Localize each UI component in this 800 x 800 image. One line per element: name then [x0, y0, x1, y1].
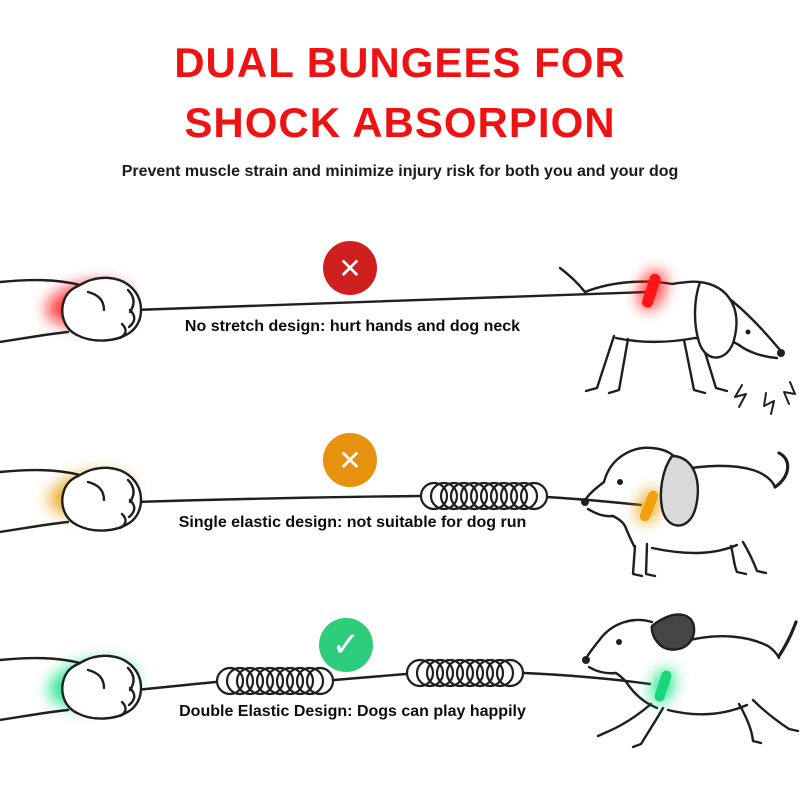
dog-illustration	[558, 266, 796, 415]
dog-collar	[639, 490, 659, 522]
row-caption: No stretch design: hurt hands and dog ne…	[184, 318, 521, 335]
spring-coil-icon	[215, 666, 335, 696]
dog-eye	[616, 639, 622, 645]
cross-glyph: ✕	[338, 444, 362, 476]
dog-nose	[777, 349, 785, 357]
check-glyph: ✓	[331, 626, 361, 664]
impact-marks	[734, 381, 796, 415]
leash-line	[522, 671, 652, 686]
dog-tail	[777, 620, 798, 658]
cross-icon: ✕	[323, 433, 377, 487]
dog-eye	[745, 329, 751, 335]
dog-collar	[641, 273, 661, 308]
dog-ear-icon	[693, 280, 738, 359]
row-caption: Single elastic design: not suitable for …	[178, 514, 527, 531]
check-icon: ✓	[319, 618, 373, 672]
page-title-line-2: SHOCK ABSORPION	[184, 99, 616, 146]
row-illustration-single-elastic	[0, 446, 790, 578]
cross-glyph: ✕	[338, 252, 362, 284]
dog-collar	[654, 670, 672, 702]
dog-ear-icon	[659, 454, 700, 527]
dog-illustration	[581, 446, 790, 578]
leash-line	[332, 672, 408, 682]
spring-coil-icon	[405, 658, 525, 688]
row-illustration-no-stretch	[0, 266, 796, 415]
page-title-line-1: DUAL BUNGEES FOR	[174, 39, 626, 86]
leash-line	[545, 495, 643, 507]
cross-icon: ✕	[323, 241, 377, 295]
subtitle: Prevent muscle strain and minimize injur…	[121, 163, 679, 180]
dog-tail	[773, 451, 790, 489]
dog-nose	[581, 498, 589, 506]
leash-line	[132, 680, 218, 692]
row-caption: Double Elastic Design: Dogs can play hap…	[179, 703, 526, 720]
dog-eye	[617, 479, 623, 485]
row-illustration-double-elastic	[0, 613, 800, 749]
dog-illustration	[582, 613, 800, 749]
hand-illustration	[0, 654, 143, 722]
hand-illustration	[0, 276, 143, 344]
dog-ear-icon	[650, 613, 696, 651]
hand-illustration	[0, 466, 143, 534]
leash-line	[132, 290, 650, 312]
dog-nose	[582, 656, 590, 664]
spring-coil-icon	[419, 481, 549, 511]
leash-line	[132, 494, 423, 504]
